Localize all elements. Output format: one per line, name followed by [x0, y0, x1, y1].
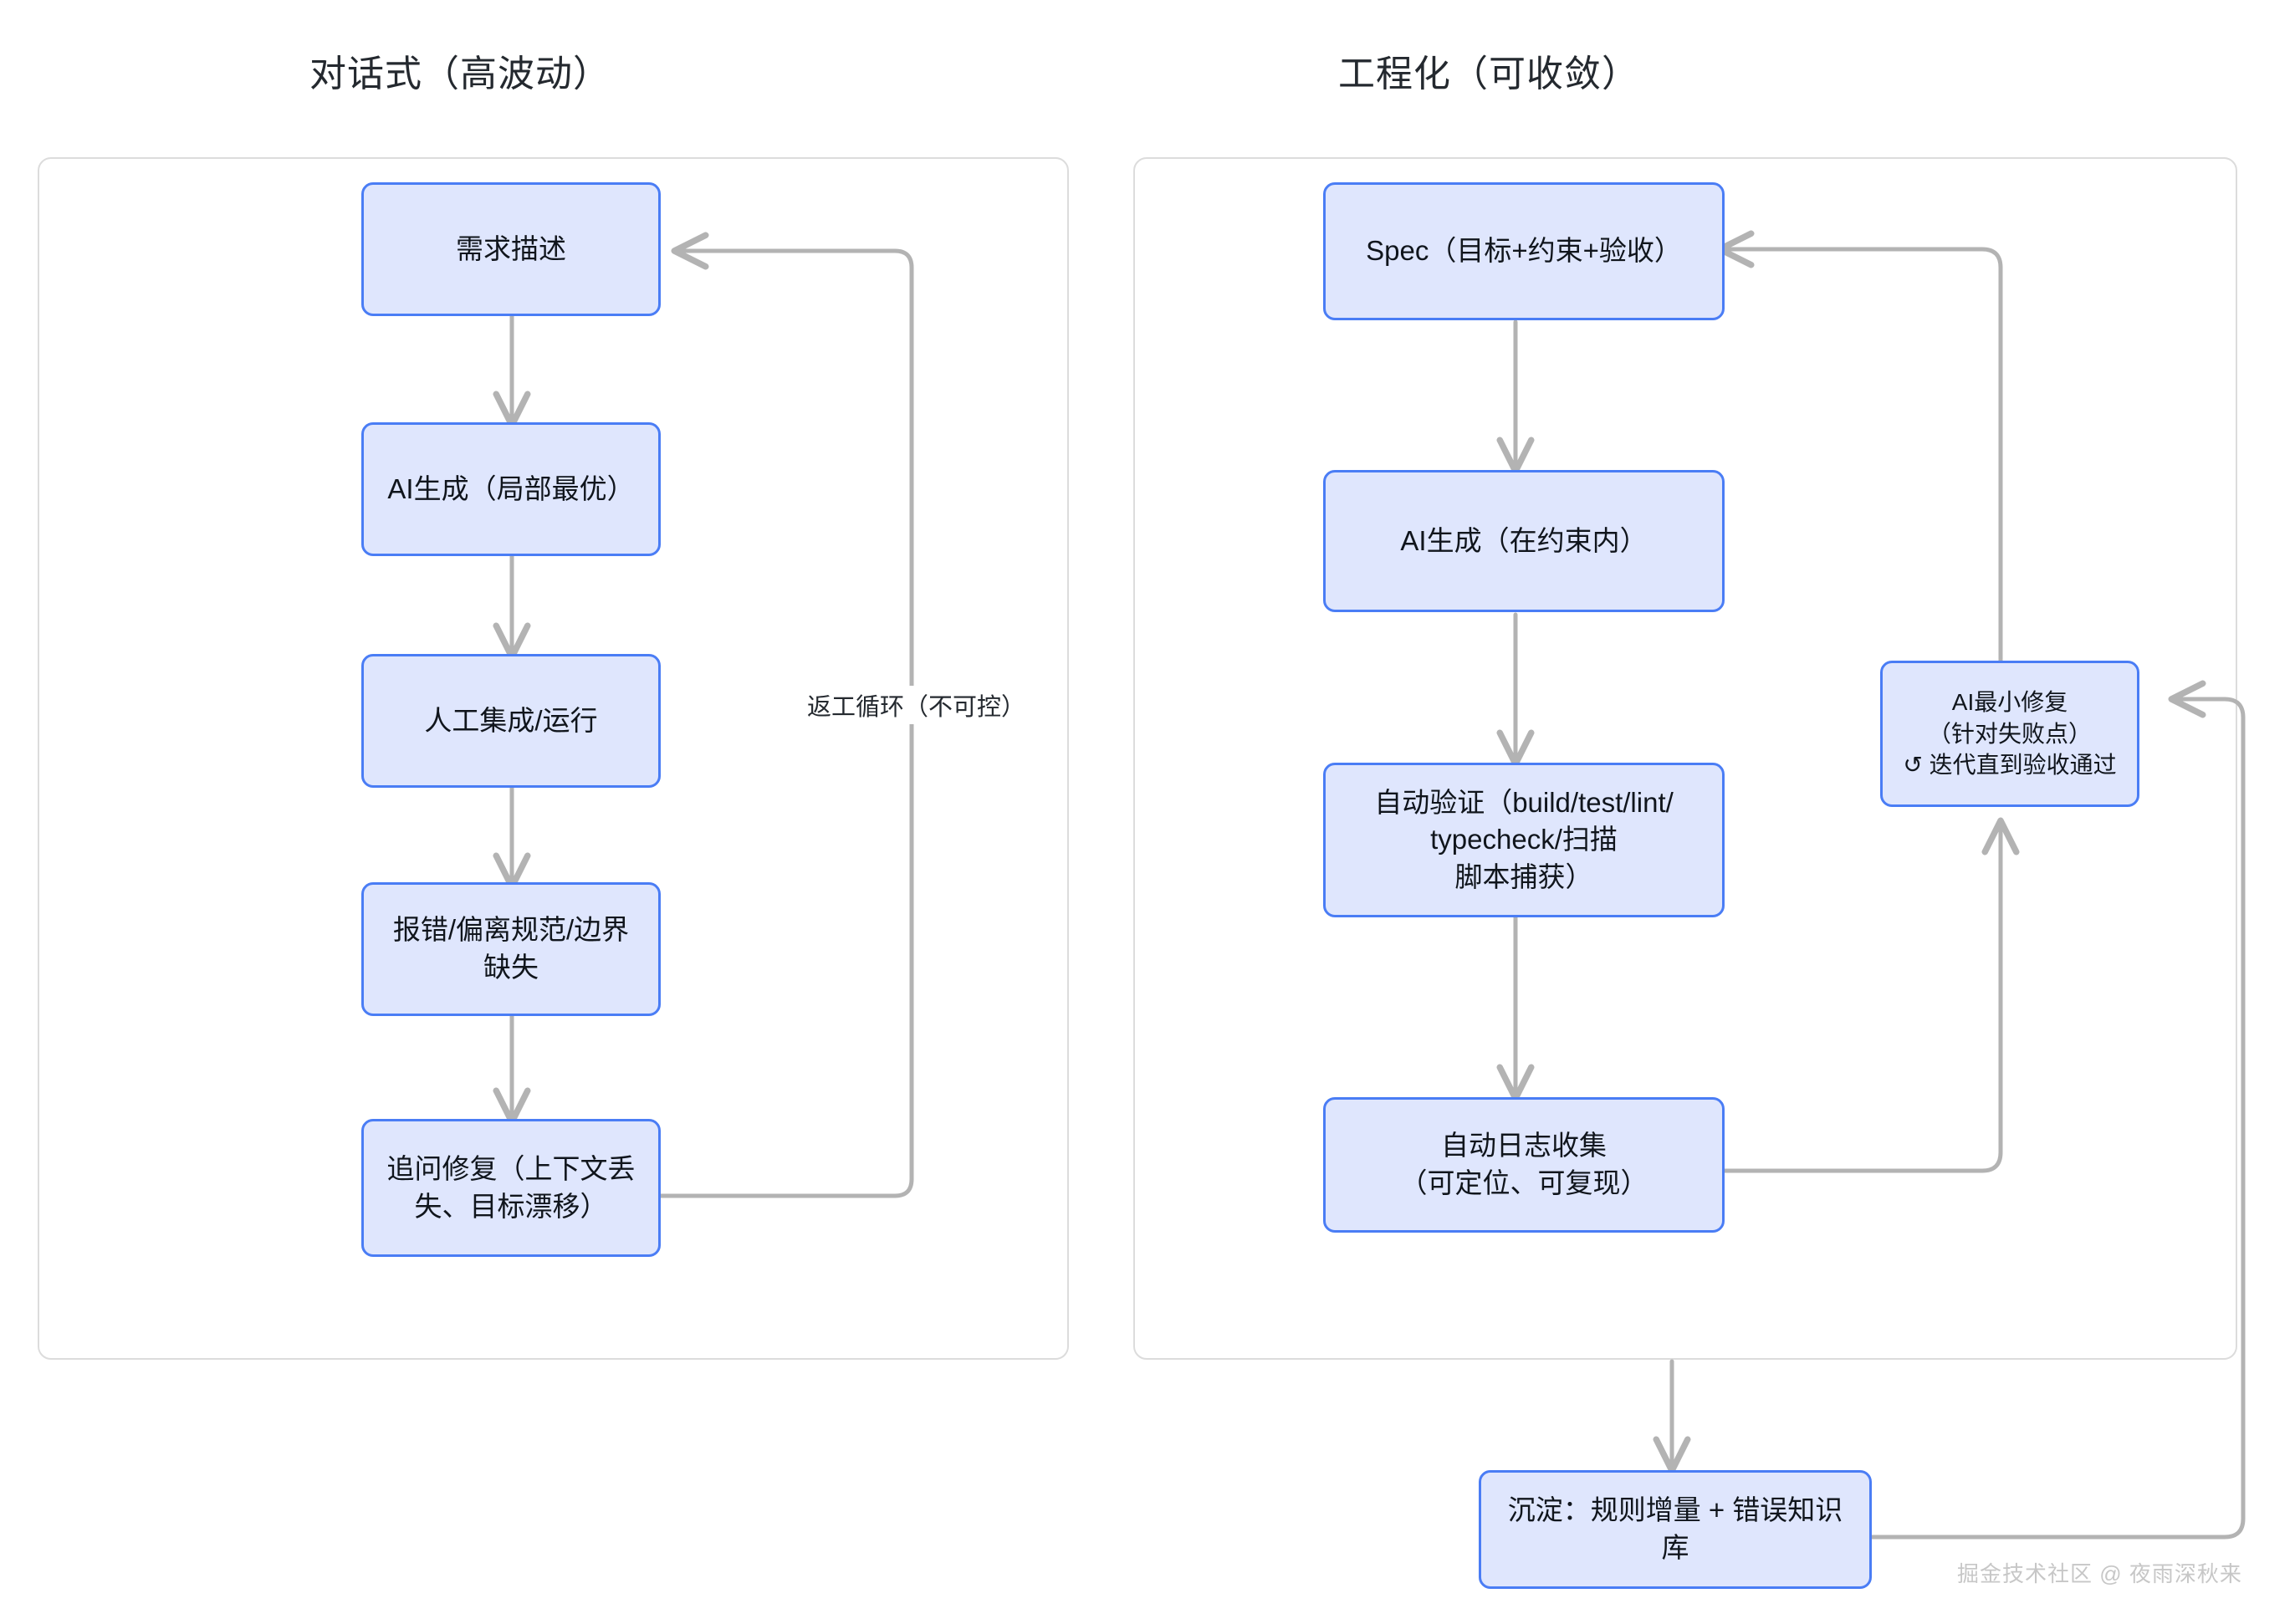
watermark-text: 掘金技术社区 @ 夜雨深秋来	[1957, 1561, 2242, 1586]
node-deposit[interactable]: 沉淀：规则增量 + 错误知识 库	[1479, 1470, 1872, 1589]
node-spec[interactable]: Spec（目标+约束+验收）	[1323, 182, 1725, 320]
node-fix[interactable]: 追问修复（上下文丢 失、目标漂移）	[361, 1119, 661, 1257]
node-verify[interactable]: 自动验证（build/test/lint/ typecheck/扫描 脚本捕获）	[1323, 763, 1725, 917]
node-req[interactable]: 需求描述	[361, 182, 661, 316]
node-repair[interactable]: AI最小修复 （针对失败点） ↺ 迭代直到验收通过	[1880, 661, 2139, 807]
edge-deposit-to-repair	[1869, 680, 2246, 1540]
panel-title-engineered: 工程化（可收敛）	[1338, 54, 1639, 94]
node-gen2[interactable]: AI生成（在约束内）	[1323, 470, 1725, 612]
edge-label-rework-loop: 返工循环（不可控）	[799, 686, 1035, 724]
node-logs[interactable]: 自动日志收集 （可定位、可复现）	[1323, 1097, 1725, 1233]
node-gen[interactable]: AI生成（局部最优）	[361, 422, 661, 556]
node-fail[interactable]: 报错/偏离规范/边界 缺失	[361, 882, 661, 1016]
edge-logs-to-repair	[1716, 817, 2020, 1173]
edge-repair-to-spec	[1716, 230, 2003, 697]
panel-title-conversational: 对话式（高波动）	[309, 54, 611, 94]
node-integ[interactable]: 人工集成/运行	[361, 654, 661, 788]
